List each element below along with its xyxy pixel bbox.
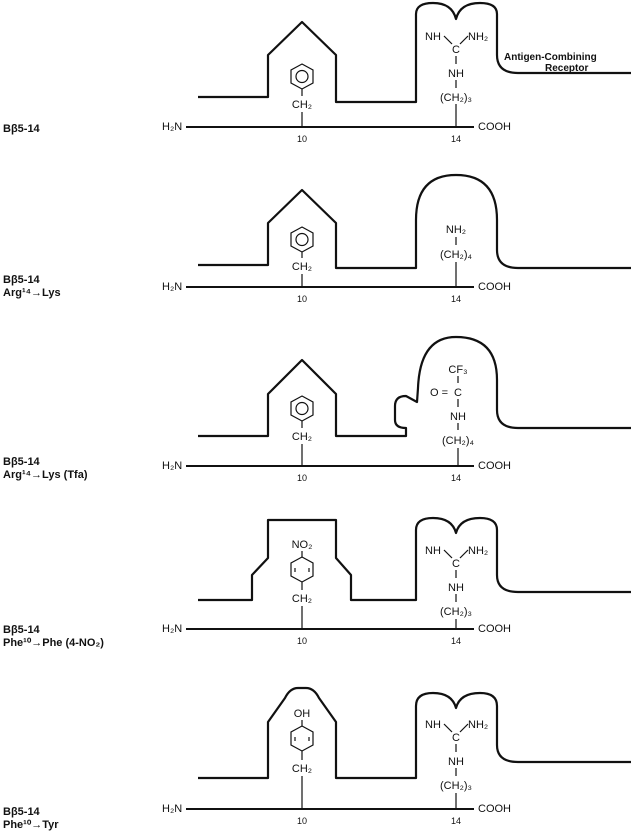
- residue10-ch2: CH₂: [292, 99, 312, 111]
- panel-2: CH₂ NH₂ (CH₂)₄ Bβ5-14 Arg¹⁴→Lys H₂N COOH…: [3, 173, 631, 304]
- position-10: 10: [297, 636, 307, 646]
- receptor-outline: [198, 686, 631, 780]
- position-14: 14: [451, 473, 461, 483]
- panel-name: Bβ5-14: [3, 274, 41, 286]
- position-10: 10: [297, 816, 307, 826]
- c-terminus: COOH: [478, 121, 511, 133]
- residue14-nh: NH: [450, 411, 466, 423]
- receptor-outline: [198, 516, 631, 602]
- residue10-ch2: CH₂: [292, 431, 312, 443]
- receptor-label-line2: Receptor: [545, 63, 588, 74]
- residue14-nh2-right: NH₂: [468, 545, 488, 557]
- phenyl-ring-icon: [290, 63, 314, 90]
- residue14-carbonyl-o: O =: [430, 387, 448, 399]
- residue14-nh2-right: NH₂: [468, 31, 488, 43]
- c-terminus: COOH: [478, 460, 511, 472]
- residue14-nh-left: NH: [425, 31, 441, 43]
- n-terminus: H₂N: [162, 121, 182, 133]
- residue10-oh: OH: [294, 708, 311, 720]
- phenyl-ring-icon: [290, 395, 314, 422]
- residue14-nh: NH: [448, 68, 464, 80]
- position-10: 10: [297, 134, 307, 144]
- residue14-nh: NH: [448, 582, 464, 594]
- residue14-chain: (CH₂)₄: [442, 435, 474, 447]
- n-terminus: H₂N: [162, 460, 182, 472]
- phenyl-ring-icon: [290, 226, 314, 253]
- panel-name: Bβ5-14: [3, 806, 41, 818]
- residue10-ch2: CH₂: [292, 261, 312, 273]
- residue10-no2: NO₂: [292, 539, 313, 551]
- c-terminus: COOH: [478, 803, 511, 815]
- receptor-outline: [198, 173, 631, 270]
- c-terminus: COOH: [478, 281, 511, 293]
- panel-modification: Arg¹⁴→Lys (Tfa): [3, 469, 88, 481]
- n-terminus: H₂N: [162, 281, 182, 293]
- panel-name: Bβ5-14: [3, 456, 41, 468]
- receptor-outline: [198, 335, 631, 438]
- c-terminus: COOH: [478, 623, 511, 635]
- residue14-nh2-right: NH₂: [468, 719, 488, 731]
- receptor-outline: [198, 1, 631, 104]
- position-14: 14: [451, 636, 461, 646]
- position-14: 14: [451, 294, 461, 304]
- panel-1: Antigen-Combining Receptor CH₂ NH NH₂ C …: [3, 1, 631, 144]
- residue10-ch2: CH₂: [292, 763, 312, 775]
- panel-name: Bβ5-14: [3, 123, 41, 135]
- residue14-chain: (CH₂)₄: [440, 249, 472, 261]
- residue14-nh-left: NH: [425, 719, 441, 731]
- residue14-nh-left: NH: [425, 545, 441, 557]
- residue14-nh2: NH₂: [446, 224, 466, 236]
- panel-modification: Phe¹⁰→Phe (4-NO₂): [3, 637, 104, 649]
- position-14: 14: [451, 134, 461, 144]
- position-10: 10: [297, 294, 307, 304]
- phenyl-ring-icon: [290, 556, 314, 583]
- n-terminus: H₂N: [162, 623, 182, 635]
- position-10: 10: [297, 473, 307, 483]
- residue14-c: C: [452, 558, 460, 570]
- panel-3: CH₂ CF₃ O = C NH (CH₂)₄ Bβ5-14 Arg¹⁴→Lys…: [3, 335, 631, 483]
- residue14-c: C: [452, 44, 460, 56]
- residue14-chain: (CH₂)₃: [440, 606, 472, 618]
- phenyl-ring-icon: [290, 725, 314, 752]
- panel-5: OH CH₂ NH NH₂ C NH (CH₂)₃ Bβ5-14 Phe¹⁰→T…: [3, 686, 631, 831]
- n-terminus: H₂N: [162, 803, 182, 815]
- receptor-label-line1: Antigen-Combining: [504, 52, 597, 63]
- panel-4: NO₂ CH₂ NH NH₂ C NH (CH₂)₃ Bβ5-14 Phe¹⁰→…: [3, 516, 631, 649]
- panel-modification: Arg¹⁴→Lys: [3, 287, 61, 299]
- position-14: 14: [451, 816, 461, 826]
- residue14-c: C: [454, 387, 462, 399]
- residue14-cf3: CF₃: [448, 364, 467, 376]
- residue14-c: C: [452, 732, 460, 744]
- residue10-ch2: CH₂: [292, 593, 312, 605]
- panel-name: Bβ5-14: [3, 624, 41, 636]
- panel-modification: Phe¹⁰→Tyr: [3, 819, 59, 831]
- residue14-nh: NH: [448, 756, 464, 768]
- residue14-chain: (CH₂)₃: [440, 780, 472, 792]
- residue14-chain: (CH₂)₃: [440, 92, 472, 104]
